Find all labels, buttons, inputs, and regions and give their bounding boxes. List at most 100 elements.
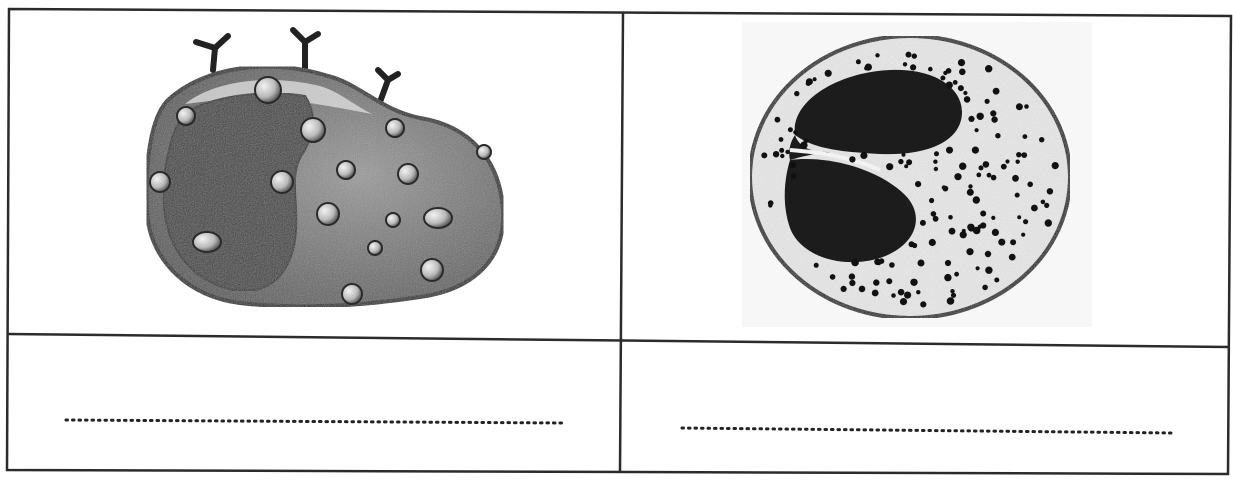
granule-dot — [994, 278, 999, 283]
granule-dot — [943, 186, 949, 192]
granule-dot — [875, 53, 879, 57]
granule-dot — [898, 159, 903, 164]
granule-dot — [931, 211, 937, 217]
answer-line-2[interactable] — [682, 428, 1175, 433]
granule-dot — [979, 165, 984, 170]
granule-dot — [1023, 134, 1028, 139]
granule-dot — [991, 116, 997, 122]
granule-dot — [1015, 193, 1020, 198]
granule-dot — [1044, 203, 1049, 208]
granule-dot — [788, 127, 793, 132]
granule-dot — [849, 280, 855, 286]
granule-dot — [946, 82, 953, 89]
granule-dot — [954, 173, 961, 180]
granule-dot — [1021, 152, 1027, 158]
granule-dot — [995, 133, 1000, 138]
granule-dot — [966, 248, 973, 255]
granule-dot — [964, 96, 971, 103]
granule-dot — [985, 267, 992, 274]
granule-dot — [967, 189, 974, 196]
granule-dot — [912, 53, 917, 58]
granule-dot — [990, 110, 996, 116]
granule-dot — [929, 239, 936, 246]
granule-dot — [785, 150, 789, 154]
granule-dot — [1017, 215, 1021, 219]
granule-dot — [1039, 137, 1044, 142]
granule-dot — [959, 69, 966, 76]
granule-dot — [920, 301, 926, 307]
granule-dot — [987, 173, 992, 178]
granule-dot — [980, 211, 986, 217]
granule-dot — [998, 239, 1005, 246]
granule-dot — [985, 99, 990, 104]
granule-dot — [946, 147, 953, 154]
granule-dot — [902, 153, 906, 157]
granule-dot — [768, 203, 772, 207]
granule-dot — [985, 65, 992, 72]
granule-dot — [948, 215, 953, 220]
granule-dot — [944, 274, 951, 281]
granule-dot — [920, 220, 926, 226]
granule-dot — [946, 68, 952, 74]
granule-dot — [793, 130, 797, 134]
granule-dot — [959, 163, 966, 170]
granule-dot — [804, 138, 809, 143]
granule-dot — [954, 272, 959, 277]
granule-dot — [1016, 103, 1023, 110]
granule-dot — [973, 196, 980, 203]
granule-dot — [915, 181, 921, 187]
granule-dot — [773, 151, 779, 157]
answer-line-1[interactable] — [66, 420, 565, 423]
granule-dot — [976, 173, 981, 178]
granule-dot — [991, 175, 997, 181]
granule-dot — [918, 260, 925, 267]
granule-dot — [849, 273, 855, 279]
granule-dot — [779, 148, 784, 153]
granule-dot — [841, 286, 847, 292]
granule-dot — [906, 52, 912, 58]
granule-dot — [929, 198, 934, 203]
granule-dot — [761, 152, 767, 158]
granule-dot — [898, 289, 905, 296]
granule-dot — [982, 285, 988, 291]
granule-dot — [950, 289, 954, 293]
granule-dot — [972, 147, 979, 154]
granule-dot — [1041, 200, 1046, 205]
granule-dot — [1010, 239, 1016, 245]
granule-dot — [825, 70, 832, 77]
granule-dot — [860, 152, 867, 159]
granule-dot — [789, 162, 796, 169]
granule-dot — [993, 88, 1000, 95]
eosinophil-illustration — [742, 22, 1092, 327]
granule-dot — [849, 156, 855, 162]
granule-dot — [891, 293, 896, 298]
granule-dot — [864, 66, 869, 71]
granule-dot — [1012, 175, 1019, 182]
granule-dot — [775, 117, 781, 123]
granule-dot — [900, 298, 907, 305]
granule-dot — [813, 77, 817, 81]
granule-dot — [794, 91, 799, 96]
granule-dot — [1016, 152, 1021, 157]
granule-dot — [1052, 162, 1059, 169]
granule-dot — [1045, 219, 1052, 226]
granule-dot — [1005, 159, 1009, 163]
granule-dot — [983, 161, 990, 168]
granule-dot — [976, 266, 980, 270]
granule-dot — [934, 151, 939, 156]
granule-dot — [953, 80, 958, 85]
granule-dot — [780, 154, 784, 158]
granule-dot — [859, 286, 866, 293]
granule-dot — [910, 64, 916, 70]
granule-dot — [889, 262, 895, 268]
granule-dot — [945, 260, 951, 266]
granule-dot — [1024, 104, 1029, 109]
granule-dot — [1016, 160, 1020, 164]
granule-dot — [903, 62, 907, 66]
granule-dot — [1023, 219, 1028, 224]
granule-dot — [963, 91, 967, 95]
granule-dot — [814, 263, 819, 268]
mast-cell-illustration — [147, 30, 504, 307]
granule-dot — [1047, 188, 1053, 194]
